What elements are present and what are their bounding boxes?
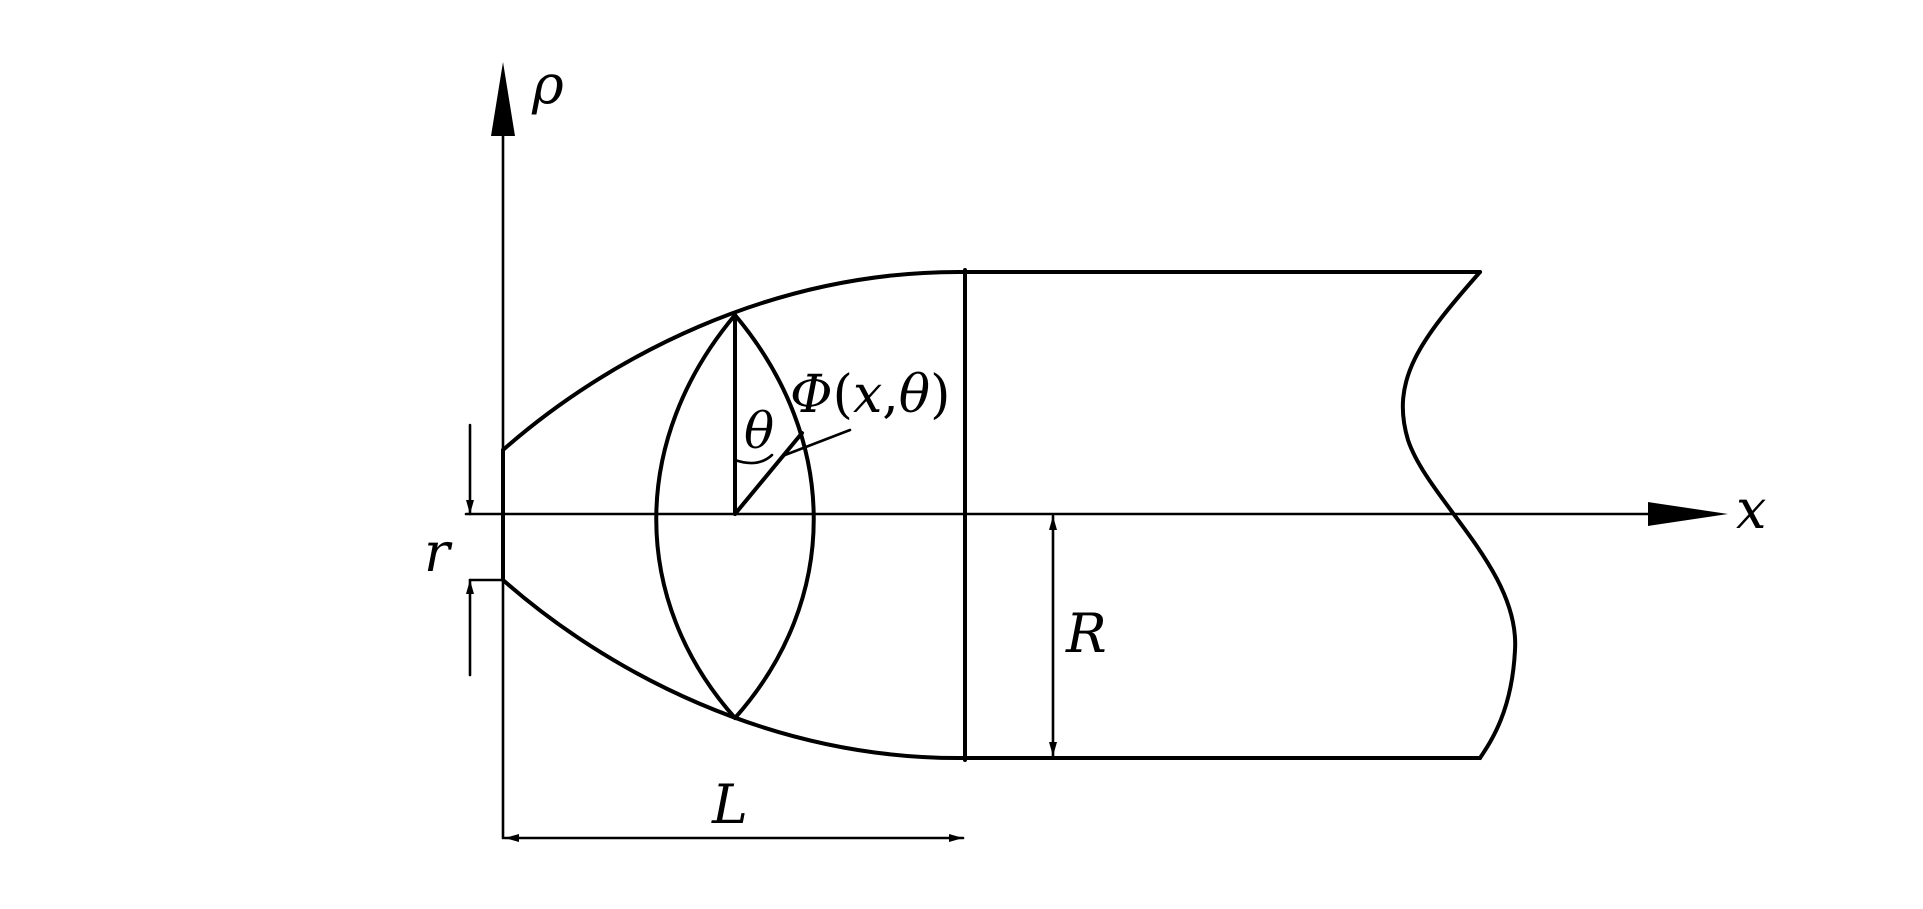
phi-symbol: Φ	[790, 365, 833, 425]
section-radius-inclined	[733, 431, 804, 516]
x-axis-arrowhead	[1648, 502, 1728, 526]
cross-section-right-arc	[733, 313, 816, 720]
phi-var-x: x	[853, 365, 882, 425]
theta-angle-arc	[733, 453, 774, 465]
cross-section-left-arc	[654, 313, 737, 720]
rho-axis-arrowhead	[491, 62, 515, 136]
phi-close-paren: )	[930, 365, 950, 425]
rho-axis-label: ρ	[531, 53, 564, 116]
body-break-line	[1400, 270, 1518, 760]
nose-lower-profile	[501, 578, 967, 761]
theta-label: θ	[744, 402, 774, 460]
r-label: r	[424, 521, 453, 584]
phi-open-paren: (	[833, 365, 853, 425]
phi-function-label: Φ(x,θ)	[790, 365, 950, 425]
R-label: R	[1065, 602, 1107, 665]
phi-leader-line	[783, 428, 852, 457]
nose-upper-profile	[501, 269, 967, 452]
phi-comma: ,	[882, 365, 899, 425]
L-label: L	[711, 773, 748, 836]
phi-var-theta: θ	[899, 365, 930, 425]
x-axis-label: x	[1736, 478, 1766, 541]
